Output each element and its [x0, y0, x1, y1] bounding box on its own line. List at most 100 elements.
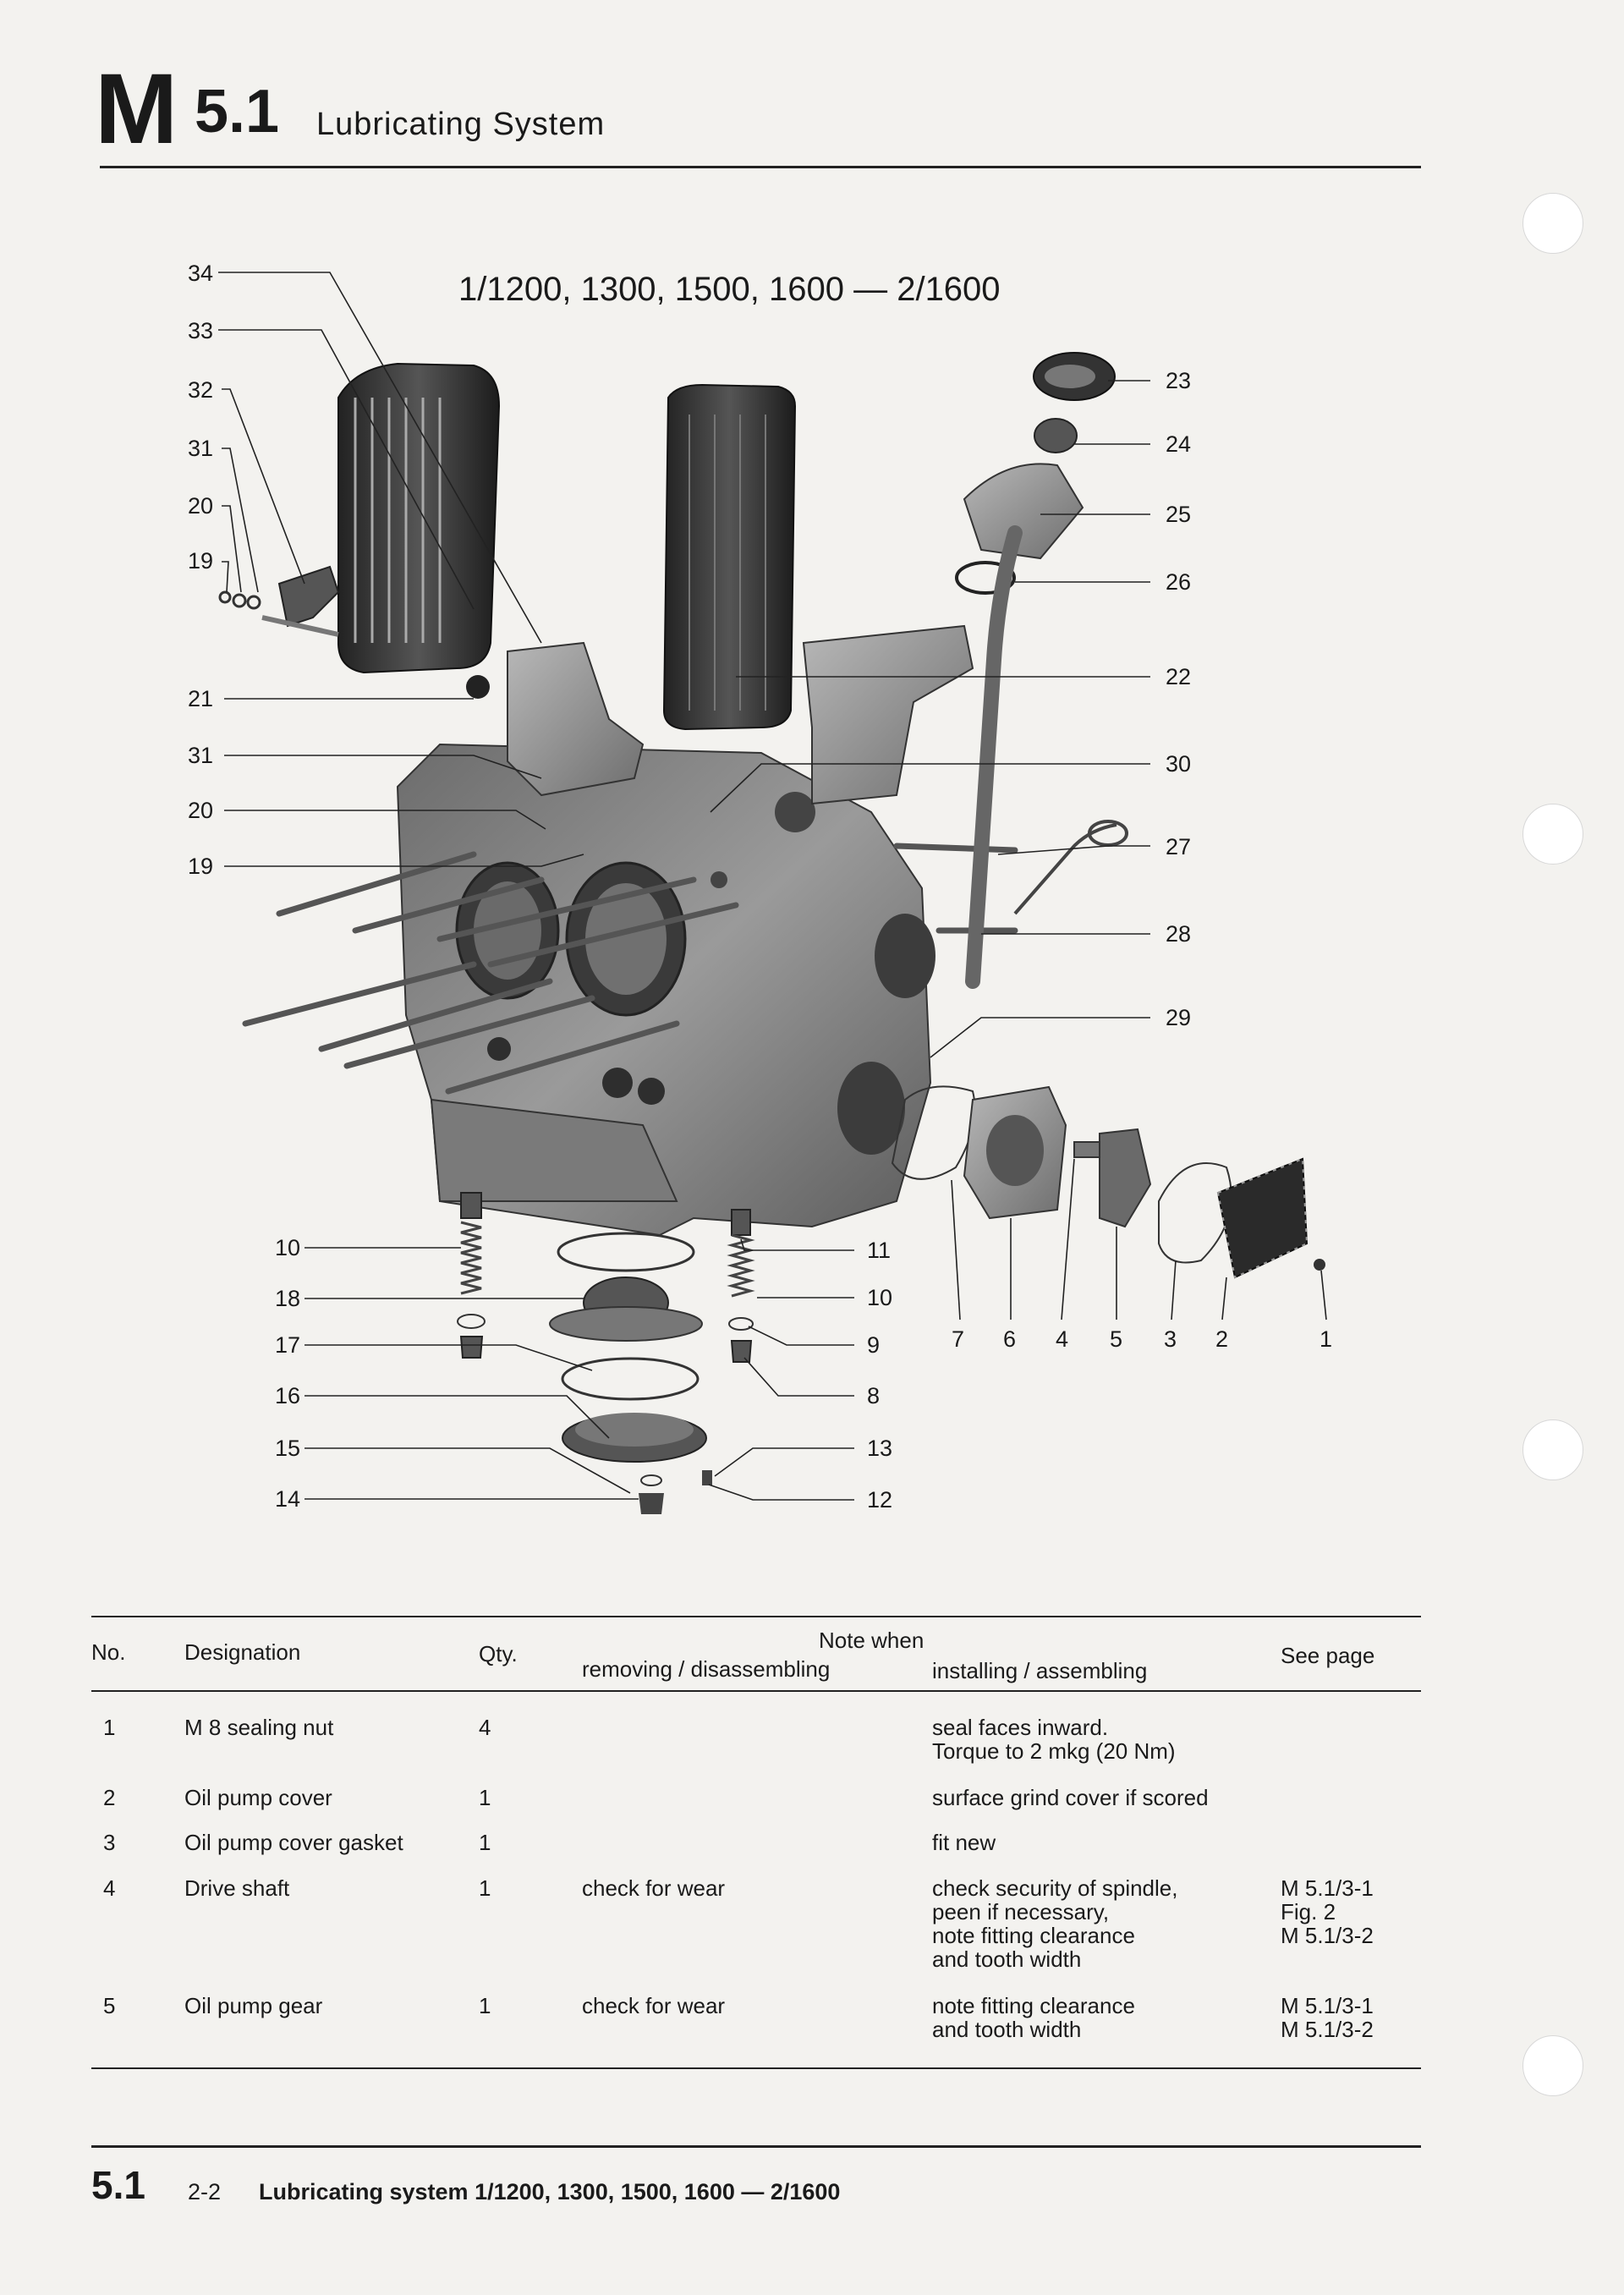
- row-4-removing: check for wear: [582, 1875, 726, 1901]
- table-top-rule: [91, 1616, 1421, 1617]
- callout-3: 3: [1164, 1326, 1177, 1352]
- callout-7: 7: [952, 1326, 965, 1352]
- punch-hole: [1522, 193, 1583, 254]
- callout-14: 14: [275, 1486, 301, 1512]
- crankcase: [396, 743, 935, 1237]
- callout-26: 26: [1166, 569, 1192, 595]
- callout-8: 8: [867, 1383, 881, 1408]
- row-1-designation: M 8 sealing nut: [184, 1715, 334, 1740]
- callout-4: 4: [1056, 1326, 1069, 1352]
- callout-6: 6: [1003, 1326, 1017, 1352]
- footer-page-number: 2-2: [188, 2179, 222, 2204]
- header-rule: [100, 166, 1421, 168]
- callout-28: 28: [1166, 921, 1192, 947]
- callout-21: 21: [188, 686, 214, 711]
- callout-20: 20: [188, 798, 214, 823]
- oil-cooler-installed: [337, 362, 501, 699]
- cooler-adapter: [507, 641, 645, 797]
- callout-22: 22: [1166, 664, 1192, 689]
- callout-13: 13: [867, 1436, 893, 1461]
- callout-30: 30: [1166, 751, 1192, 777]
- row-1-qty: 4: [479, 1715, 491, 1740]
- row-5-installing: note fitting clearance and tooth width: [932, 1993, 1135, 2042]
- callout-15: 15: [275, 1436, 301, 1461]
- row-4-designation: Drive shaft: [184, 1875, 290, 1901]
- row-3-installing: fit new: [932, 1830, 996, 1855]
- diagram-title: 1/1200, 1300, 1500, 1600 — 2/1600: [458, 271, 1001, 308]
- engine-illustration: [218, 272, 1327, 1514]
- callout-2: 2: [1215, 1326, 1229, 1352]
- callout-24: 24: [1166, 431, 1192, 457]
- dipstick-handle: [1088, 820, 1128, 847]
- callout-11: 11: [867, 1238, 892, 1263]
- col-header-no: No.: [91, 1639, 126, 1665]
- row-5-qty: 1: [479, 1993, 491, 2018]
- oil-pump-assembly: [891, 1085, 1325, 1279]
- oil-strainer-parts: [457, 1192, 755, 1514]
- callout-33: 33: [188, 318, 214, 343]
- callout-10-mid: 10: [867, 1285, 893, 1310]
- col-header-designation: Designation: [184, 1639, 301, 1665]
- callout-16: 16: [275, 1383, 301, 1408]
- row-2-designation: Oil pump cover: [184, 1785, 332, 1810]
- row-5-designation: Oil pump gear: [184, 1993, 323, 2018]
- dipstick: [1013, 823, 1117, 915]
- col-header-note-when: Note when: [819, 1628, 924, 1653]
- oil-cooler-22: [662, 383, 797, 731]
- row-2-no: 2: [103, 1785, 116, 1810]
- row-3-designation: Oil pump cover gasket: [184, 1830, 403, 1855]
- row-5-removing: check for wear: [582, 1993, 726, 2018]
- row-5-see-page: M 5.1/3-1 M 5.1/3-2: [1281, 1993, 1374, 2042]
- callout-19: 19: [188, 854, 214, 879]
- col-header-qty: Qty.: [479, 1641, 518, 1666]
- row-2-qty: 1: [479, 1785, 491, 1810]
- punch-hole: [1522, 804, 1583, 865]
- filler-housing: [802, 624, 974, 805]
- page-title: Lubricating System: [316, 107, 606, 142]
- row-5-no: 5: [103, 1993, 116, 2018]
- row-3-qty: 1: [479, 1830, 491, 1855]
- callout-31-top: 31: [188, 436, 214, 461]
- dipstick-tube: [965, 525, 1023, 989]
- row-1-installing: seal faces inward. Torque to 2 mkg (20 N…: [932, 1715, 1176, 1764]
- callout-29: 29: [1166, 1005, 1192, 1030]
- row-4-installing: check security of spindle, peen if neces…: [932, 1875, 1178, 1972]
- callout-5: 5: [1110, 1326, 1123, 1352]
- callout-31: 31: [188, 743, 214, 768]
- table-header-rule: [91, 1690, 1421, 1692]
- footer-rule: [91, 2145, 1421, 2148]
- row-1-no: 1: [103, 1715, 116, 1740]
- row-4-see-page: M 5.1/3-1 Fig. 2 M 5.1/3-2: [1281, 1875, 1374, 1948]
- callout-20-top: 20: [188, 493, 214, 519]
- callout-10-left: 10: [275, 1235, 301, 1260]
- section-letter: M: [95, 53, 178, 165]
- footer-section: 5.1: [91, 2163, 145, 2207]
- cylinder-studs: [242, 843, 1018, 1095]
- callout-1: 1: [1320, 1326, 1333, 1352]
- row-3-no: 3: [103, 1830, 116, 1855]
- callout-9: 9: [867, 1332, 881, 1358]
- leader-lines: [218, 272, 1327, 1501]
- col-header-removing: removing / disassembling: [582, 1656, 831, 1682]
- punch-hole: [1522, 2035, 1583, 2096]
- callout-25: 25: [1166, 502, 1192, 527]
- callout-18: 18: [275, 1286, 301, 1311]
- callout-17: 17: [275, 1332, 301, 1358]
- callout-23: 23: [1166, 368, 1192, 393]
- row-4-qty: 1: [479, 1875, 491, 1901]
- section-number: 5.1: [195, 78, 280, 145]
- footer-title: Lubricating system 1/1200, 1300, 1500, 1…: [259, 2179, 841, 2204]
- table-bottom-rule: [91, 2067, 1421, 2069]
- callout-12: 12: [867, 1487, 893, 1513]
- pressure-relief-switch: [218, 565, 340, 637]
- punch-hole: [1522, 1419, 1583, 1480]
- callout-34: 34: [188, 261, 214, 286]
- callout-19-top: 19: [188, 548, 214, 574]
- col-header-installing: installing / assembling: [932, 1658, 1148, 1683]
- exploded-diagram: 1/1200, 1300, 1500, 1600 — 2/1600: [188, 261, 1333, 1514]
- row-4-no: 4: [103, 1875, 116, 1901]
- callout-27: 27: [1166, 834, 1192, 859]
- row-2-installing: surface grind cover if scored: [932, 1785, 1209, 1810]
- filler-cap-parts: [955, 352, 1116, 595]
